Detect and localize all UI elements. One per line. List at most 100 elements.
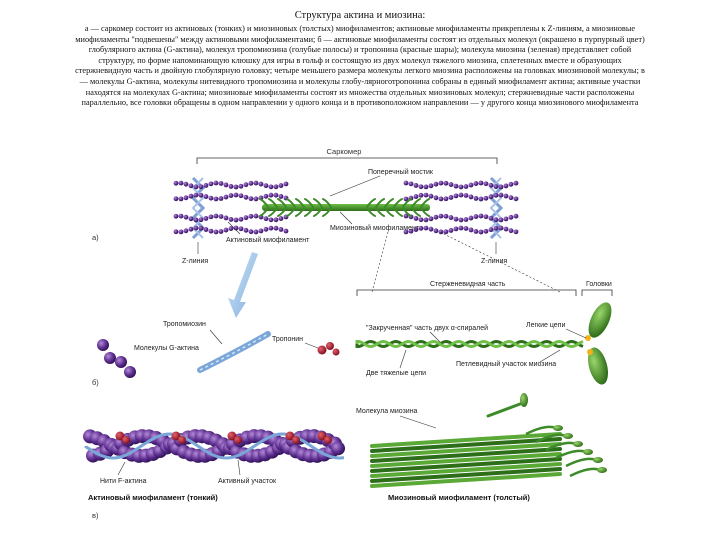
label-cross-bridge: Поперечный мостик [368,168,434,176]
myosin-rod-c [370,467,562,483]
actin-bead [278,183,284,188]
label-actin-thin: Актиновый миофиламент (тонкий) [88,493,218,502]
actin-bead [408,228,414,234]
actin-bead [508,181,514,187]
actin-bead [478,213,484,219]
actin-bead [253,229,259,235]
actin-bead [508,195,514,201]
actin-bead [273,225,279,231]
caption-line: — молекулы G-актина, молекулы нитевидног… [79,76,641,86]
label-myosin-myofilament-text: Миозиновый миофиламент [330,224,420,232]
myosin-head-c [583,449,593,455]
actin-bead [493,184,499,190]
actin-bead [458,225,464,231]
actin-bead [223,227,229,233]
myosin-head [322,207,332,217]
actin-bead [248,229,254,235]
actin-bead [428,183,434,189]
troponin-ball [324,436,332,444]
actin-bead [238,226,244,232]
troponin-ball [234,436,242,444]
caption-line: находятся на молекулах G-актина; миозино… [85,87,635,97]
myosin-head [286,198,296,208]
actin-bead [243,194,249,200]
actin-bead [263,216,269,222]
label-heavy-chains: Две тяжелые цепи [366,370,426,377]
myosin-head [277,207,287,217]
myosin-head-c [569,467,601,478]
actin-bead [428,193,434,199]
g-actin-molecules [97,339,136,378]
panel-b-actin-parts: Тропомиозин Молекулы G-актина Тропонин б… [92,321,340,387]
actin-bead [198,192,204,198]
troponin-ball [171,431,181,441]
actin-bead [258,181,264,187]
actin-bead [463,193,469,198]
heavy-chain [355,339,584,349]
actin-bead [463,217,469,222]
myosin-rod-c [370,437,562,453]
actin-bead [458,184,464,190]
label-troponin: Тропонин [272,336,303,343]
caption-line: а — саркомер состоит из актиновых (тонки… [84,24,636,33]
myosin-head-c [573,441,583,447]
troponin-ball [115,431,125,441]
actin-bead [228,226,234,231]
actin-bead [488,227,494,233]
myosin-head-c [563,433,573,439]
actin-bead [488,182,494,188]
panel-c-myosin-myofilament: Молекула миозина Миозиновый миофиламент … [356,393,607,502]
myosin-head-upper [588,302,612,338]
actin-bead [513,196,519,202]
actin-bead [418,225,424,231]
actin-bead [273,184,279,190]
actin-bead [448,228,454,233]
myosin-head [375,198,385,208]
actin-bead [218,181,224,186]
myosin-head [366,207,376,217]
label-g-actin: Молекулы G-актина [134,345,199,352]
actin-bead [198,225,204,231]
actin-bead [258,228,264,234]
actin-bead [263,183,269,189]
actin-bead [193,184,199,190]
actin-bead [203,194,209,199]
actin-bead [508,228,514,234]
actin-bead [223,215,229,221]
actin-bead [268,184,274,190]
actin-bead [458,217,464,223]
actin-bead [253,180,259,186]
myosin-head [286,207,296,217]
actin-bead [503,226,509,232]
myosin-filament-a [259,198,430,217]
actin-bead [498,217,504,223]
myosin-head [259,198,269,208]
actin-bead [278,216,284,221]
actin-bead [453,183,459,189]
myosin-head [366,198,376,208]
myosin-head-c [593,457,603,463]
actin-bead [503,183,509,189]
actin-bead [433,181,439,187]
figure-title: Структура актина и миозина: [294,10,426,21]
myosin-rod-c [370,452,562,468]
actin-bead [478,196,484,202]
actin-bead [443,229,449,235]
troponin-ball [227,431,237,441]
actin-bead [218,196,224,201]
myosin-head-c [597,467,607,473]
actin-bead [233,217,239,223]
myosin-head [411,198,421,208]
actin-bead [483,214,489,220]
panel-c-actin-myofilament: Нити F-актина Активный участок Актиновый… [82,418,352,520]
actin-bead [473,229,479,234]
actin-bead [513,229,519,235]
actin-bead [188,216,194,222]
actin-bead [413,227,419,232]
actin-bead [453,193,459,199]
troponin-ball [292,436,300,444]
myosin-head [304,198,314,208]
actin-bead [248,180,254,186]
label-f-actin: Нити F-актина [100,478,147,485]
myosin-rod [355,339,584,349]
